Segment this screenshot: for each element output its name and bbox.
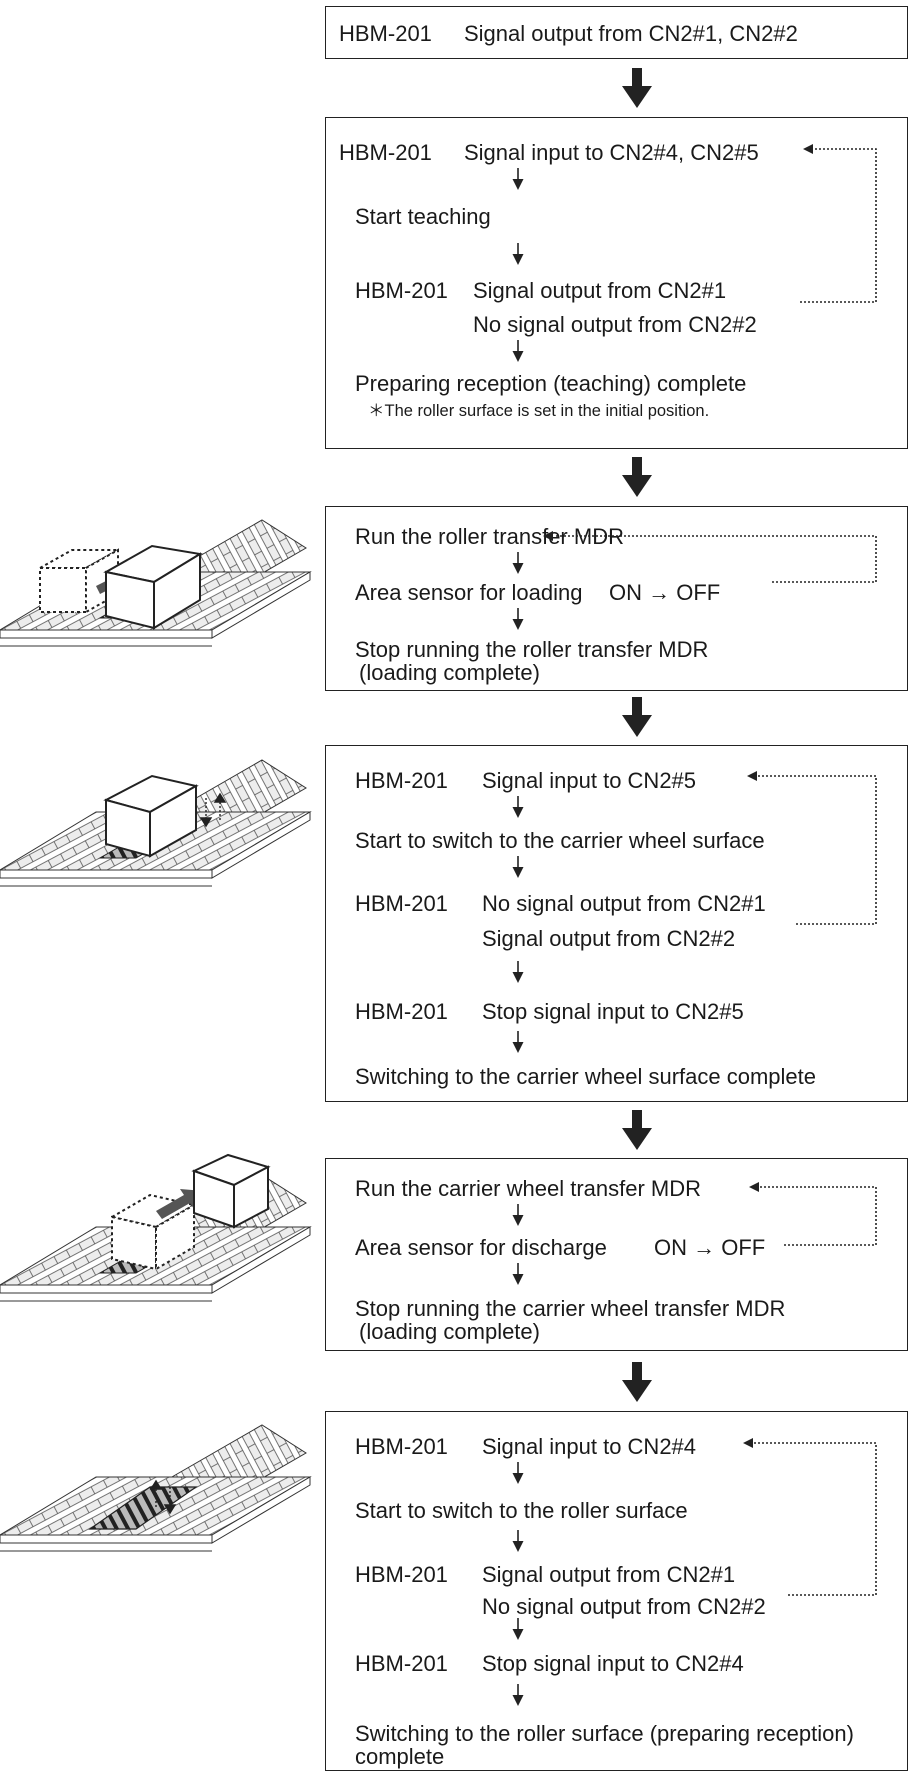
step-1-text: Signal output from CN2#1, CN2#2 bbox=[464, 21, 798, 46]
step-3-line3: Stop running the roller transfer MDR bbox=[355, 637, 709, 662]
step-2-line4: Preparing reception (teaching) complete bbox=[355, 371, 747, 396]
step-4-line1-device: HBM-201 bbox=[355, 768, 448, 793]
step-2-line3-device: HBM-201 bbox=[355, 278, 448, 303]
step-3-box: Run the roller transfer MDR Area sensor … bbox=[325, 506, 908, 691]
step-6-line3b: No signal output from CN2#2 bbox=[482, 1594, 766, 1619]
step-6-line1-text: Signal input to CN2#4 bbox=[482, 1434, 697, 1459]
conveyor-illustration-loading bbox=[0, 519, 312, 647]
step-6-line4-device: HBM-201 bbox=[355, 1651, 448, 1676]
down-arrow-icon bbox=[512, 856, 524, 878]
conveyor-illustration-discharge bbox=[0, 1153, 312, 1302]
step-4-line4-device: HBM-201 bbox=[355, 999, 448, 1024]
down-arrow-icon bbox=[512, 1462, 524, 1484]
step-4-line3-text: No signal output from CN2#1 bbox=[482, 891, 766, 916]
step-4-line2: Start to switch to the carrier wheel sur… bbox=[355, 828, 765, 853]
big-down-arrow-1 bbox=[622, 68, 652, 108]
down-arrow-icon bbox=[512, 1618, 524, 1640]
step-4-line3-device: HBM-201 bbox=[355, 891, 448, 916]
down-arrow-icon bbox=[512, 1031, 524, 1053]
step-4-line3b: Signal output from CN2#2 bbox=[482, 926, 736, 951]
big-down-arrow-5 bbox=[622, 1362, 652, 1402]
step-5-line1: Run the carrier wheel transfer MDR bbox=[355, 1176, 702, 1201]
step-6-box: HBM-201 Signal input to CN2#4 Start to s… bbox=[325, 1411, 908, 1771]
big-down-arrow-2 bbox=[622, 457, 652, 497]
conveyor-icon bbox=[0, 1424, 312, 1552]
down-arrow-icon bbox=[512, 243, 524, 265]
step-2-line2: Start teaching bbox=[355, 204, 491, 229]
big-down-arrow-4 bbox=[622, 1110, 652, 1150]
step-2-line1-device: HBM-201 bbox=[339, 140, 432, 165]
up-down-arrow-icon bbox=[199, 792, 227, 828]
down-arrow-icon bbox=[512, 608, 524, 630]
step-5-line3: Stop running the carrier wheel transfer … bbox=[355, 1296, 786, 1321]
step-5-line2: Area sensor for discharge bbox=[355, 1235, 607, 1260]
step-2-line3b: No signal output from CN2#2 bbox=[473, 312, 757, 337]
down-arrow-icon bbox=[512, 1684, 524, 1706]
step-6-line4-text: Stop signal input to CN2#4 bbox=[482, 1651, 744, 1676]
step-5-box: Run the carrier wheel transfer MDR Area … bbox=[325, 1158, 908, 1351]
step-3-line1: Run the roller transfer MDR bbox=[355, 524, 624, 549]
down-arrow-icon bbox=[512, 168, 524, 190]
step-6-line5: Switching to the roller surface (prepari… bbox=[355, 1721, 854, 1746]
step-5-line3b: (loading complete) bbox=[359, 1319, 540, 1344]
big-down-arrow-3 bbox=[622, 697, 652, 737]
down-arrow-icon bbox=[512, 796, 524, 818]
down-arrow-icon bbox=[512, 1204, 524, 1226]
down-arrow-icon bbox=[512, 552, 524, 574]
step-4-box: HBM-201 Signal input to CN2#5 Start to s… bbox=[325, 745, 908, 1102]
step-6-line3-device: HBM-201 bbox=[355, 1562, 448, 1587]
step-2-box: HBM-201 Signal input to CN2#4, CN2#5 Sta… bbox=[325, 117, 908, 449]
conveyor-illustration-switch-carrier bbox=[0, 759, 312, 887]
step-6-line5b: complete bbox=[355, 1744, 445, 1769]
step-1-device: HBM-201 bbox=[339, 21, 432, 46]
conveyor-illustration-switch-roller bbox=[0, 1424, 312, 1552]
step-6-line2: Start to switch to the roller surface bbox=[355, 1498, 688, 1523]
step-3-line2-state: ON → OFF bbox=[609, 580, 721, 605]
step-2-line3-text: Signal output from CN2#1 bbox=[473, 278, 727, 303]
push-arrow-icon bbox=[156, 1189, 204, 1219]
step-5-line2-state: ON → OFF bbox=[654, 1235, 766, 1260]
package-box-icon bbox=[103, 544, 203, 630]
step-3-line2: Area sensor for loading bbox=[355, 580, 583, 605]
step-4-line5: Switching to the carrier wheel surface c… bbox=[355, 1064, 816, 1089]
down-arrow-icon bbox=[512, 340, 524, 362]
down-arrow-icon bbox=[512, 961, 524, 983]
down-arrow-icon bbox=[512, 1263, 524, 1285]
step-4-line4-text: Stop signal input to CN2#5 bbox=[482, 999, 744, 1024]
step-6-line1-device: HBM-201 bbox=[355, 1434, 448, 1459]
package-box-icon bbox=[191, 1153, 271, 1229]
up-down-arrow-icon bbox=[149, 1479, 177, 1515]
package-box-icon bbox=[103, 774, 199, 858]
step-2-note: ＊The roller surface is set in the initia… bbox=[368, 402, 710, 420]
step-3-line3b: (loading complete) bbox=[359, 660, 540, 685]
down-arrow-icon bbox=[512, 1530, 524, 1552]
step-2-line1-text: Signal input to CN2#4, CN2#5 bbox=[464, 140, 759, 165]
step-4-line1-text: Signal input to CN2#5 bbox=[482, 768, 697, 793]
step-1-box: HBM-201 Signal output from CN2#1, CN2#2 bbox=[325, 6, 908, 59]
step-6-line3-text: Signal output from CN2#1 bbox=[482, 1562, 736, 1587]
